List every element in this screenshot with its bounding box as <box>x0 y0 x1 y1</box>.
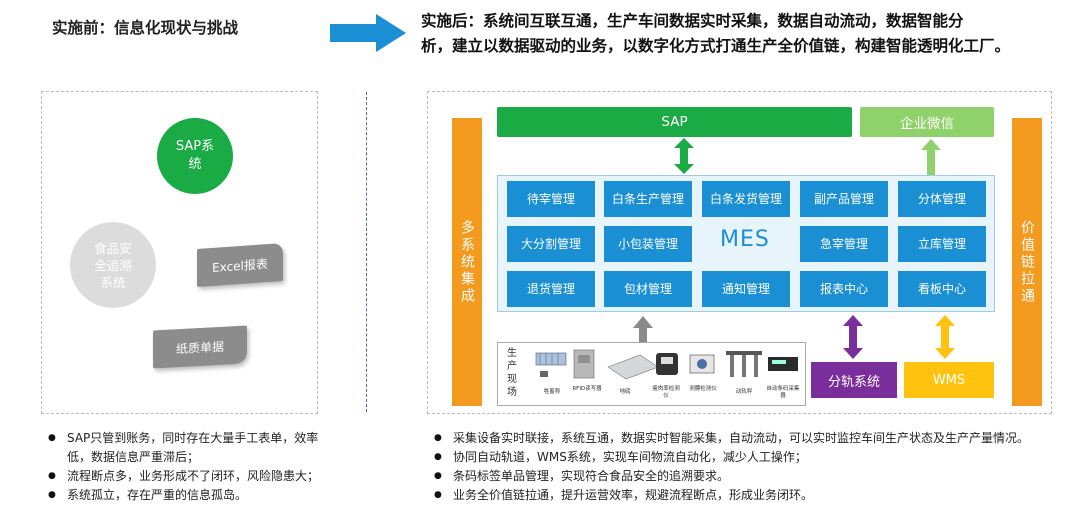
module-report-center: 报表中心 <box>800 271 888 307</box>
production-site-label: 生产现场 <box>507 348 517 398</box>
module-small-pack: 小包装管理 <box>604 226 692 262</box>
lean-meat-tester-icon <box>656 353 678 375</box>
module-split: 分体管理 <box>898 181 986 217</box>
after-bullet-2: 协同自动轨道，WMS系统，实现车间物流自动化，减少人工操作； <box>432 448 1072 467</box>
module-carcass-production: 白条生产管理 <box>604 181 692 217</box>
food-circle-line3: 系统 <box>100 274 126 290</box>
before-bullet-2: 流程断点多，业务形成不了闭环，风险隐患大； <box>46 467 346 486</box>
multi-system-integration-bar: 多系统集成 <box>452 118 482 406</box>
after-title: 实施后：系统间互联互通，生产车间数据实时采集，数据自动流动，数据智能分 析，建立… <box>421 9 1071 59</box>
food-circle-line2: 全追溯 <box>94 257 132 273</box>
after-panel <box>427 91 1052 414</box>
livestock-scale-icon <box>535 352 567 377</box>
divider-line <box>366 92 367 412</box>
sap-bar: SAP <box>497 107 852 137</box>
barcode-collector-icon <box>768 357 798 371</box>
weighbridge-icon <box>607 354 659 380</box>
right-arrow-icon <box>330 14 406 52</box>
after-title-line1: 实施后：系统间互联互通，生产车间数据实时采集，数据自动流动，数据智能分 <box>421 12 964 30</box>
device-backfat-tester: 测膘检测仪 <box>689 386 717 392</box>
split-system-box: 分轨系统 <box>811 362 897 398</box>
after-bullet-1: 采集设备实时联接，系统互通，数据实时智能采集，自动流动，可以实时监控车间生产状态… <box>432 429 1072 448</box>
module-byproduct: 副产品管理 <box>800 181 888 217</box>
before-panel <box>41 91 318 414</box>
wms-box: WMS <box>904 362 994 398</box>
before-bullet-3: 系统孤立，存在严重的信息孤岛。 <box>46 486 346 505</box>
device-images <box>535 349 798 380</box>
value-chain-bar: 价值链拉通 <box>1012 118 1042 406</box>
before-bullet-list: SAP只管到账务，同时存在大量手工表单，效率低，数据信息严重滞后； 流程断点多，… <box>46 429 346 505</box>
sap-system-circle: SAP系 统 <box>157 118 233 194</box>
module-carcass-shipping: 白条发货管理 <box>702 181 790 217</box>
device-rail-scale: 动轨秤 <box>735 389 753 395</box>
enterprise-wechat-bar: 企业微信 <box>860 107 994 137</box>
module-notice: 通知管理 <box>702 271 790 307</box>
device-rfid-reader: RFID读写器 <box>572 386 602 392</box>
device-weighbridge: 地磅 <box>619 389 631 395</box>
device-barcode-collector: 自动条码采集器 <box>766 386 800 399</box>
backfat-tester-icon <box>689 354 715 374</box>
food-circle-line1: 食品安 <box>94 240 132 256</box>
after-bullet-3: 条码标签单品管理，实现符合食品安全的追溯要求。 <box>432 467 1072 486</box>
module-large-cut: 大分割管理 <box>507 226 595 262</box>
module-slaughter-wait: 待宰管理 <box>507 181 595 217</box>
rfid-reader-icon <box>573 349 595 379</box>
food-safety-trace-circle: 食品安 全追溯 系统 <box>70 222 156 308</box>
wechat-up-arrow-icon <box>921 139 941 175</box>
rail-scale-icon <box>726 351 762 377</box>
module-packaging: 包材管理 <box>604 271 692 307</box>
before-title: 实施前：信息化现状与挑战 <box>52 19 239 37</box>
after-title-line2: 析，建立以数据驱动的业务，以数字化方式打通生产全价值链，构建智能透明化工厂。 <box>421 37 1011 55</box>
sap-circle-line2: 统 <box>188 157 202 172</box>
sap-mes-double-arrow-icon <box>674 138 694 174</box>
device-up-arrow-icon <box>633 316 653 342</box>
device-livestock-scale: 牲畜称 <box>543 389 561 395</box>
wms-double-arrow-icon <box>935 315 955 359</box>
split-system-double-arrow-icon <box>843 315 863 359</box>
device-lean-meat-tester: 瘦肉率检测仪 <box>652 386 680 399</box>
sap-circle-line1: SAP系 <box>175 139 215 154</box>
module-returns: 退货管理 <box>507 271 595 307</box>
module-dashboard-center: 看板中心 <box>898 271 986 307</box>
before-bullet-1: SAP只管到账务，同时存在大量手工表单，效率低，数据信息严重滞后； <box>46 429 346 467</box>
after-bullet-4: 业务全价值链拉通，提升运营效率，规避流程断点，形成业务闭环。 <box>432 486 1072 505</box>
mes-label: MES <box>720 227 770 252</box>
module-warehouse: 立库管理 <box>898 226 986 262</box>
after-bullet-list: 采集设备实时联接，系统互通，数据实时智能采集，自动流动，可以实时监控车间生产状态… <box>432 429 1072 505</box>
module-emergency-slaughter: 急宰管理 <box>800 226 888 262</box>
